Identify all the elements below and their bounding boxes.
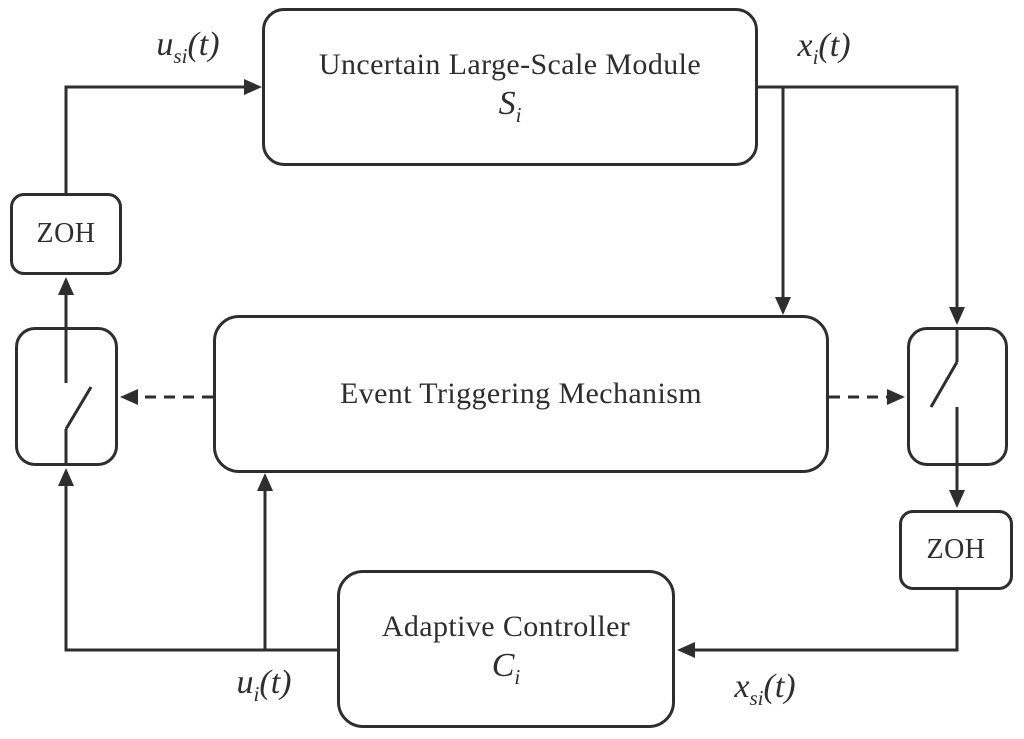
adaptive-controller-box: Adaptive Controller Ci [337, 570, 675, 728]
module-title: Uncertain Large-Scale Module [318, 48, 702, 82]
wire-ui-to-switch-left [58, 468, 337, 652]
wire-xsi-to-controller [677, 590, 959, 658]
wire-xi-to-switch-right [758, 85, 965, 325]
signal-label-xsi: xsi(t) [734, 668, 796, 710]
controller-symbol: Ci [491, 646, 521, 689]
zoh-left-label: ZOH [36, 218, 96, 249]
uncertain-large-scale-module-box: Uncertain Large-Scale Module Si [262, 8, 758, 166]
switch-right-box [907, 327, 1008, 466]
switch-left-box [15, 327, 118, 466]
event-triggering-mechanism-box: Event Triggering Mechanism [213, 315, 829, 473]
zoh-left-box: ZOH [10, 193, 122, 275]
signal-label-xi: xi(t) [797, 27, 851, 69]
zoh-right-label: ZOH [926, 534, 986, 565]
signal-label-ui: ui(t) [236, 664, 292, 706]
controller-title: Adaptive Controller [381, 610, 631, 644]
zoh-right-box: ZOH [899, 510, 1013, 590]
wire-usi-to-module [64, 79, 262, 193]
module-symbol: Si [498, 84, 522, 127]
signal-label-usi: usi(t) [156, 26, 220, 68]
etm-title: Event Triggering Mechanism [339, 377, 703, 411]
